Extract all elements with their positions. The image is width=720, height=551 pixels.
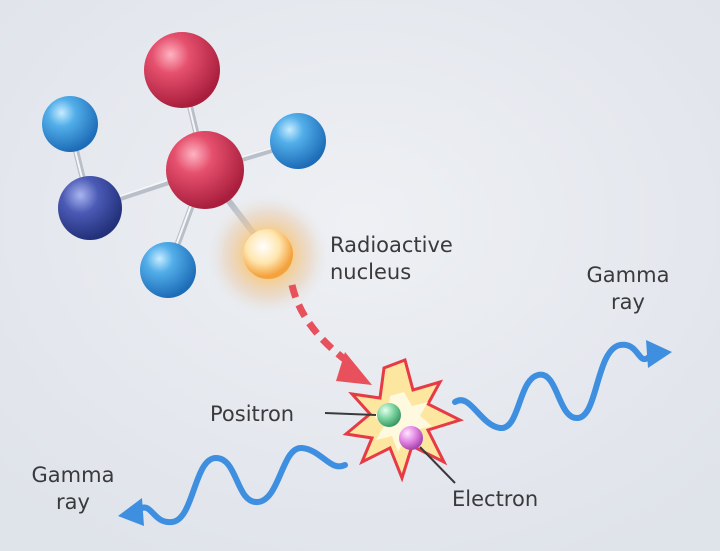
gamma-wave-right: [452, 341, 653, 431]
electron-leader-line: [419, 446, 456, 484]
radioactive-nucleus-label-line-1: Radioactive: [330, 233, 453, 257]
positron-label: Positron: [210, 402, 295, 426]
radioactive-nucleus-label-line-2: nucleus: [330, 260, 412, 284]
positron-leader-line: [324, 412, 377, 416]
electron-label: Electron: [452, 487, 539, 511]
red-atom-top: [144, 32, 220, 108]
gamma-arrow-head-left: [118, 498, 144, 526]
decay-arrow-head: [336, 352, 372, 385]
red-atom-center: [166, 131, 244, 209]
gamma-ray-left-label: Gamma ray: [28, 462, 118, 516]
electron-particle: [399, 426, 423, 450]
positron-particle: [377, 403, 401, 427]
gamma-ray-right-label-line-1: Gamma: [586, 263, 670, 287]
light-blue-atom-top-left: [42, 96, 98, 152]
dark-blue-atom: [58, 176, 122, 240]
light-blue-atom-right: [270, 113, 326, 169]
gamma-arrow-head-right: [646, 340, 672, 368]
light-blue-atom-bottom: [140, 242, 196, 298]
gamma-ray-left-label-line-2: ray: [56, 490, 90, 514]
radioactive-nucleus-label: Radioactive nucleus: [330, 232, 453, 286]
gamma-ray-right-label: Gamma ray: [578, 262, 678, 316]
gamma-wave-left: [135, 445, 348, 526]
radioactive-nucleus: [243, 229, 293, 279]
gamma-ray-left-label-line-1: Gamma: [31, 463, 115, 487]
gamma-ray-right-label-line-2: ray: [611, 290, 645, 314]
